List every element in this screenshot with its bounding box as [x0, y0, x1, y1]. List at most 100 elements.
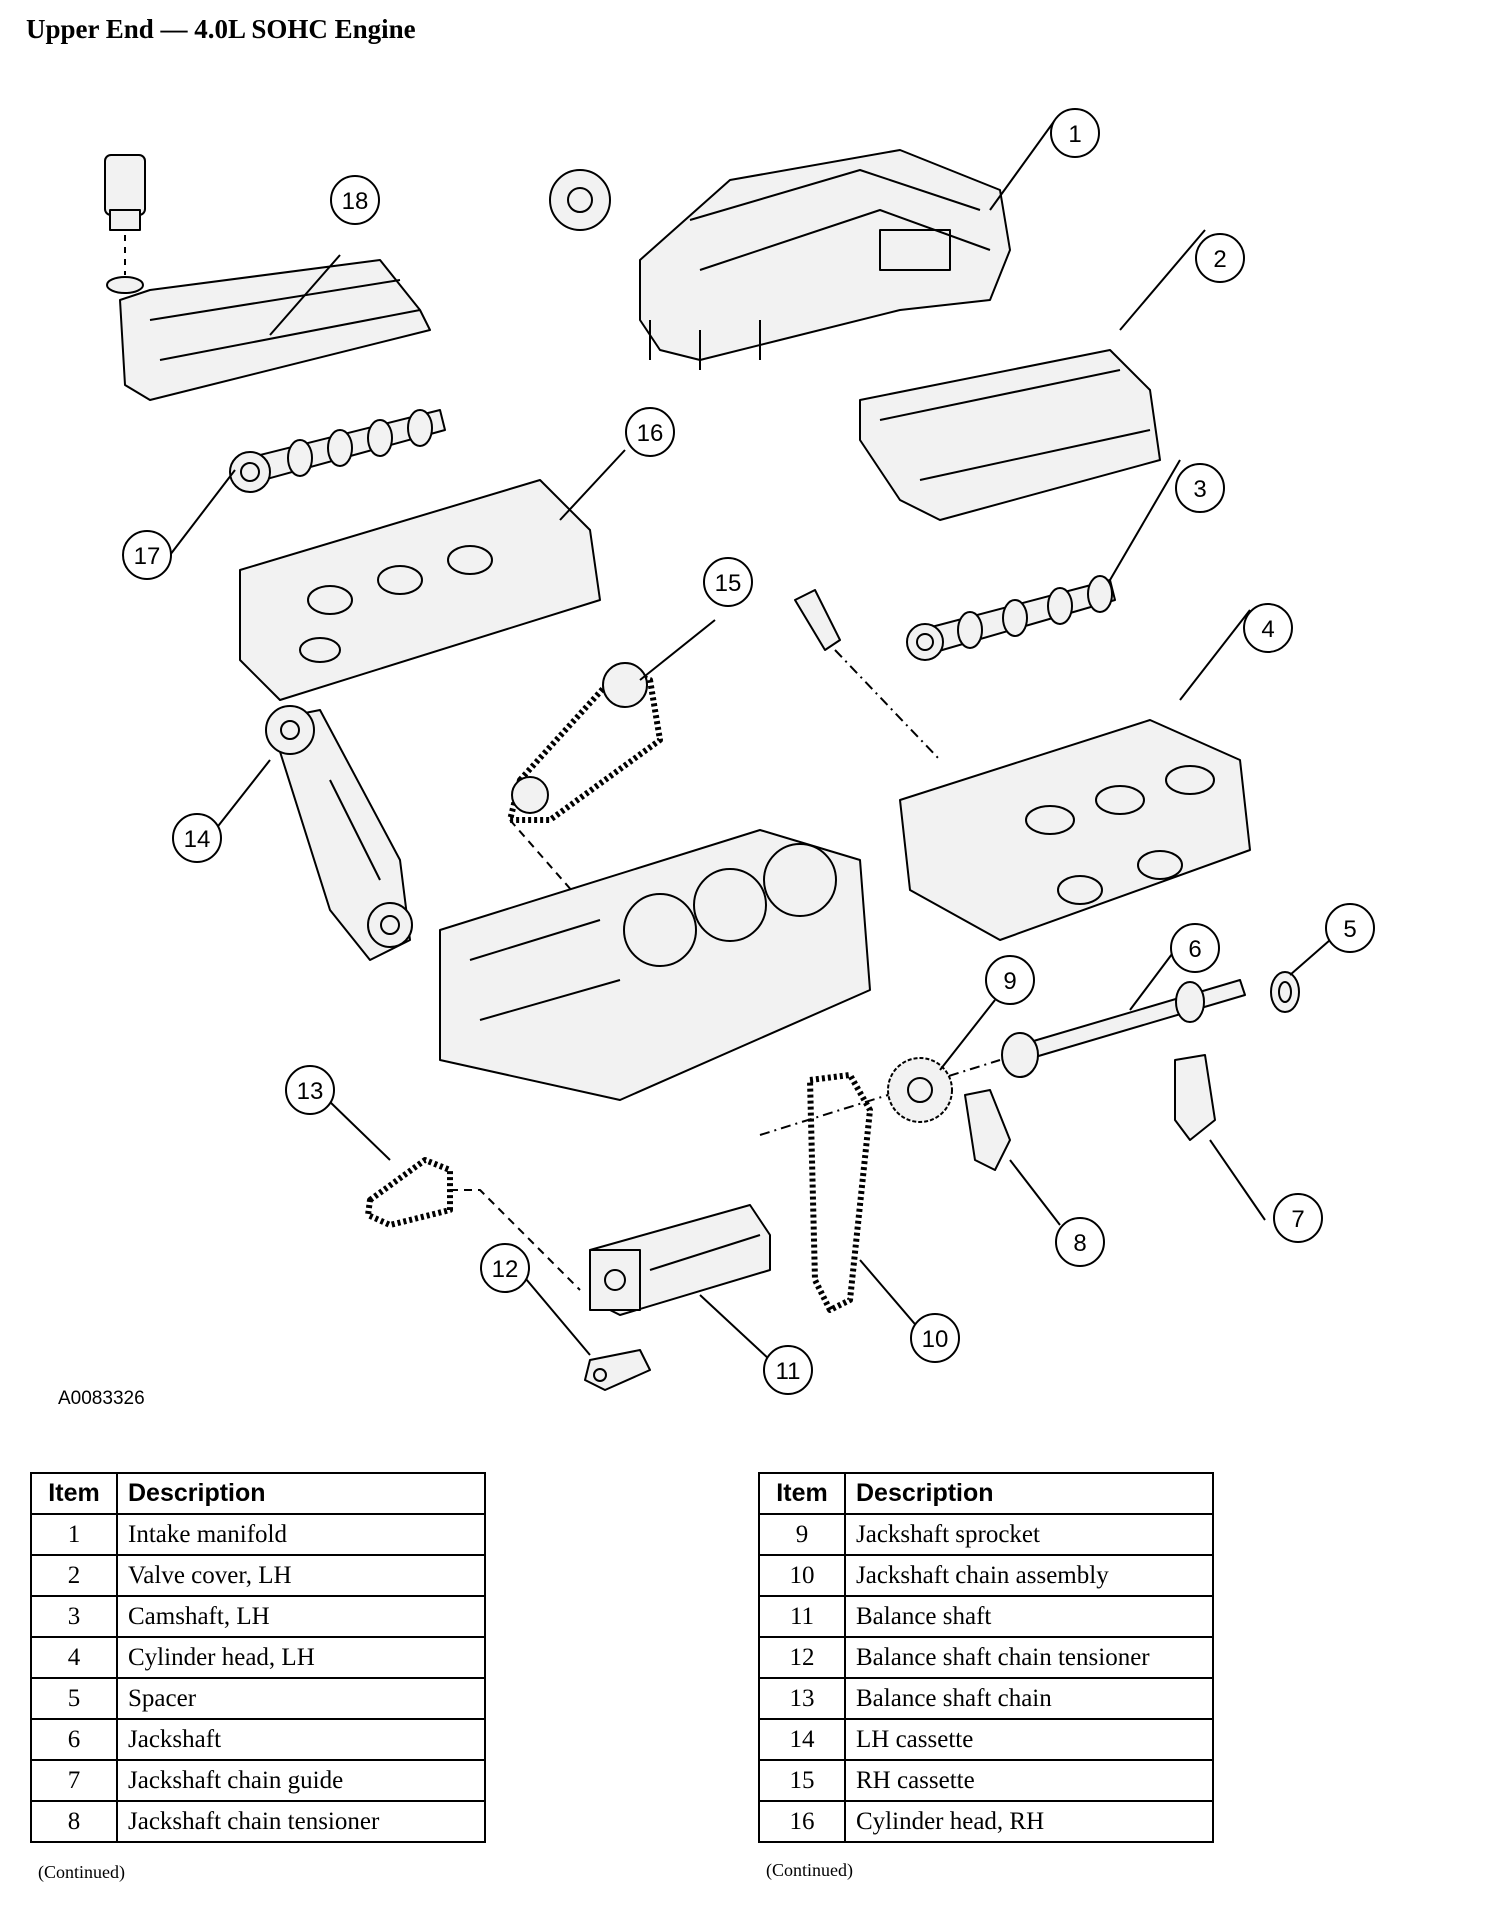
- item-number-cell: 12: [758, 1636, 846, 1679]
- svg-text:6: 6: [1188, 936, 1201, 963]
- callout-9-jackshaft-sprocket: 9: [985, 955, 1035, 1005]
- callout-3-camshaft-lh: 3: [1175, 463, 1225, 513]
- description-cell: Camshaft, LH: [116, 1595, 486, 1638]
- description-cell: Valve cover, LH: [116, 1554, 486, 1597]
- jackshaft-chain-guide-illustration: [1174, 1054, 1216, 1141]
- callout-18: 18: [330, 175, 380, 225]
- table-header-row: Item Description: [758, 1472, 1214, 1515]
- callout-16-cylinder-head-rh: 16: [625, 407, 675, 457]
- svg-text:14: 14: [184, 826, 211, 853]
- item-number-cell: 4: [30, 1636, 118, 1679]
- description-cell: RH cassette: [844, 1759, 1214, 1802]
- description-cell: Cylinder head, RH: [844, 1800, 1214, 1843]
- description-cell: Jackshaft: [116, 1718, 486, 1761]
- item-number-cell: 7: [30, 1759, 118, 1802]
- item-number-cell: 5: [30, 1677, 118, 1720]
- svg-text:9: 9: [1003, 968, 1016, 995]
- svg-text:7: 7: [1291, 1206, 1304, 1233]
- item-number-cell: 1: [30, 1513, 118, 1556]
- svg-text:13: 13: [297, 1078, 324, 1105]
- callout-5-spacer: 5: [1325, 903, 1375, 953]
- callout-4-cylinder-head-lh: 4: [1243, 603, 1293, 653]
- callout-15-rh-cassette: 15: [703, 557, 753, 607]
- item-number-cell: 16: [758, 1800, 846, 1843]
- svg-text:17: 17: [134, 543, 161, 570]
- jackshaft-illustration: [759, 979, 1246, 1136]
- svg-text:4: 4: [1261, 616, 1274, 643]
- engine-block-illustration: [439, 829, 871, 1101]
- camshaft-rh-illustration: [229, 409, 446, 493]
- valve-cover-lh-illustration: [859, 349, 1161, 521]
- jackshaft-sprocket-illustration: [887, 1057, 953, 1123]
- callout-1-intake-manifold: 1: [1050, 108, 1100, 158]
- description-cell: Balance shaft: [844, 1595, 1214, 1638]
- item-column-header: Item: [30, 1472, 118, 1515]
- spacer-illustration: [1270, 971, 1300, 1013]
- item-number-cell: 8: [30, 1800, 118, 1843]
- description-cell: Jackshaft chain guide: [116, 1759, 486, 1802]
- svg-text:11: 11: [776, 1358, 801, 1385]
- callout-14-lh-cassette: 14: [172, 813, 222, 863]
- svg-text:1: 1: [1068, 121, 1081, 148]
- description-column-header: Description: [116, 1472, 486, 1515]
- description-cell: Intake manifold: [116, 1513, 486, 1556]
- svg-text:3: 3: [1193, 476, 1206, 503]
- callouts: 1 2 3 4 5 6 7 8 9 10 11 12 13 14 15 16 1…: [122, 108, 1375, 1395]
- description-cell: Balance shaft chain: [844, 1677, 1214, 1720]
- figure-code: A0083326: [58, 1388, 145, 1409]
- description-column-header: Description: [844, 1472, 1214, 1515]
- callout-10-jackshaft-chain-assembly: 10: [910, 1313, 960, 1363]
- balance-shaft-illustration: [589, 1204, 771, 1316]
- item-number-cell: 14: [758, 1718, 846, 1761]
- item-number-cell: 10: [758, 1554, 846, 1597]
- description-cell: Jackshaft chain tensioner: [116, 1800, 486, 1843]
- svg-text:12: 12: [492, 1256, 519, 1283]
- svg-text:2: 2: [1213, 246, 1226, 273]
- continued-note-right: (Continued): [766, 1860, 853, 1880]
- item-number-cell: 13: [758, 1677, 846, 1720]
- description-cell: Jackshaft sprocket: [844, 1513, 1214, 1556]
- callout-2-valve-cover-lh: 2: [1195, 233, 1245, 283]
- svg-text:16: 16: [637, 420, 664, 447]
- page-title: Upper End — 4.0L SOHC Engine: [26, 14, 416, 44]
- item-column-header: Item: [758, 1472, 846, 1515]
- callout-11-balance-shaft: 11: [763, 1345, 813, 1395]
- balance-shaft-chain-illustration: [365, 1157, 581, 1291]
- rh-cassette-illustration: [507, 662, 663, 901]
- description-cell: Spacer: [116, 1677, 486, 1720]
- svg-text:18: 18: [342, 188, 369, 215]
- cylinder-head-rh-illustration: [239, 479, 601, 701]
- item-number-cell: 15: [758, 1759, 846, 1802]
- callout-17: 17: [122, 530, 172, 580]
- svg-text:10: 10: [922, 1326, 949, 1353]
- valve-cover-rh-illustration: [104, 154, 431, 401]
- intake-manifold-illustration: [549, 149, 1011, 370]
- jackshaft-chain-illustration: [807, 1072, 873, 1313]
- callout-13-balance-shaft-chain: 13: [285, 1065, 335, 1115]
- item-number-cell: 3: [30, 1595, 118, 1638]
- item-number-cell: 6: [30, 1718, 118, 1761]
- table-header-row: Item Description: [30, 1472, 486, 1515]
- description-cell: Jackshaft chain assembly: [844, 1554, 1214, 1597]
- exploded-engine-diagram: 1 2 3 4 5 6 7 8 9 10 11 12 13 14 15 16 1…: [104, 108, 1375, 1395]
- lh-cassette-illustration: [265, 705, 413, 961]
- continued-note-left: (Continued): [38, 1862, 125, 1882]
- item-number-cell: 11: [758, 1595, 846, 1638]
- callout-12-balance-shaft-chain-tensioner: 12: [480, 1243, 530, 1293]
